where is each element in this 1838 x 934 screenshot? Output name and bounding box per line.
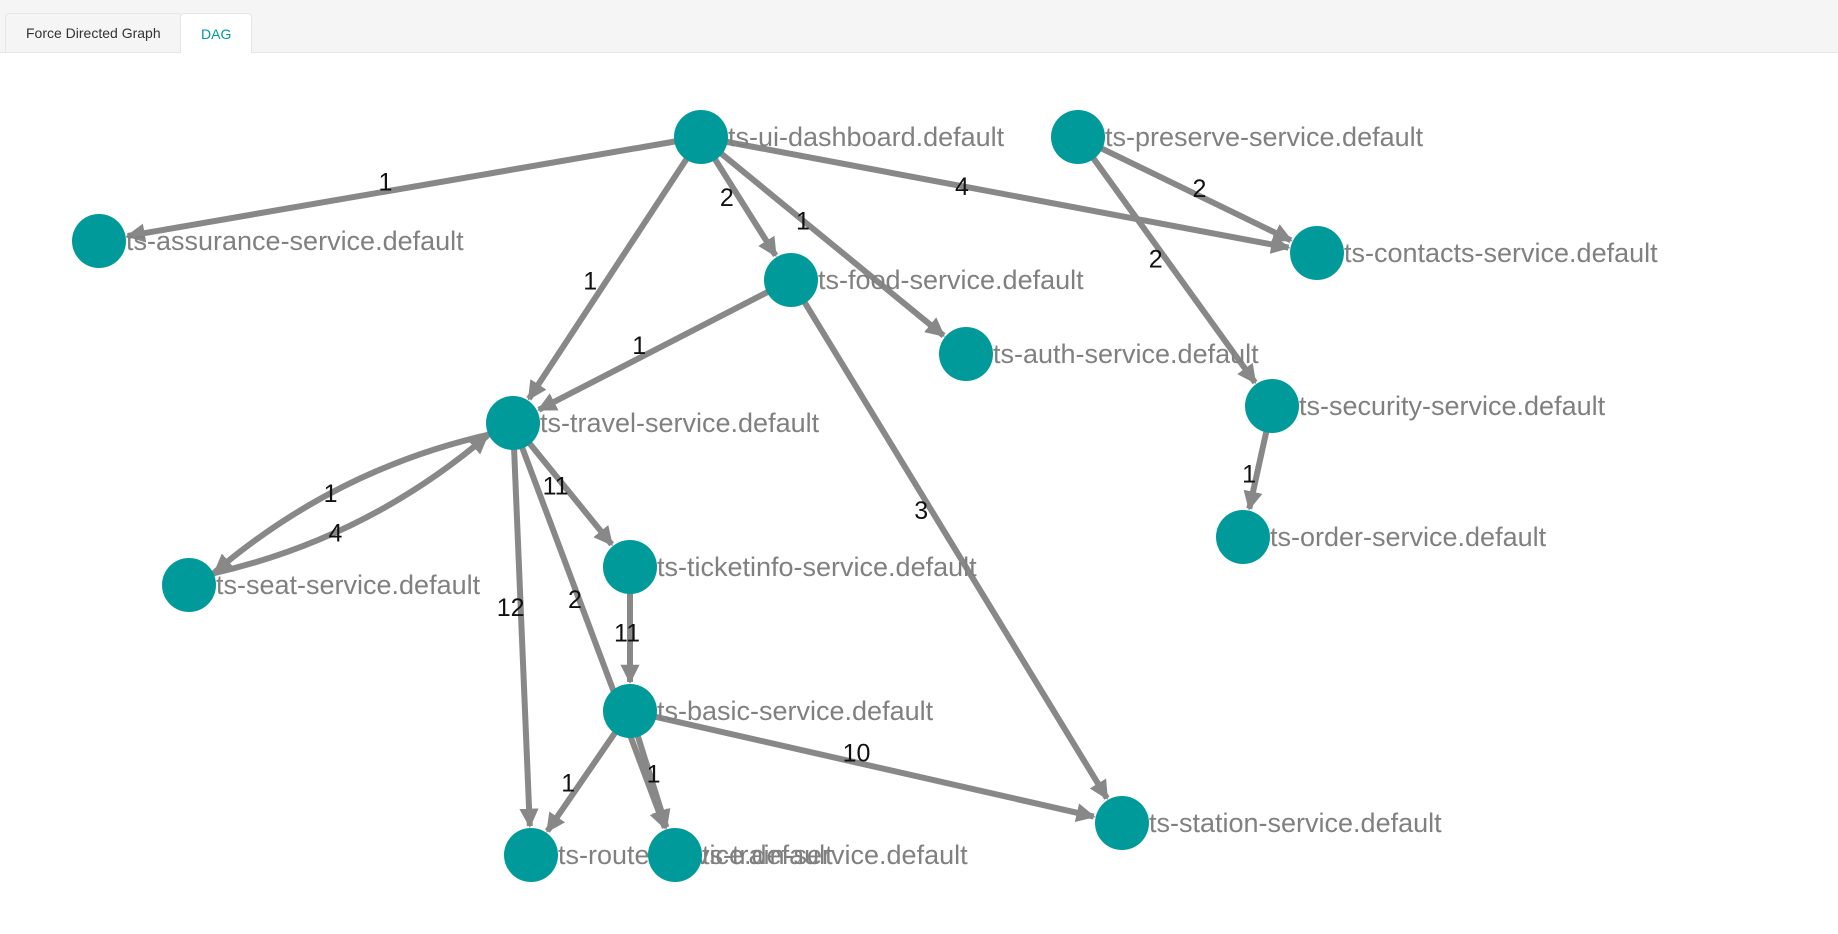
edge-ui-to-travel [526,156,690,401]
edge-seat-to-travel [210,433,490,577]
node-seat[interactable]: ts-seat-service.default [162,558,481,612]
edge-travel-to-route [511,447,539,828]
node-circle[interactable] [1290,226,1344,280]
edge-food-to-travel [537,288,771,413]
node-label: ts-security-service.default [1299,391,1606,421]
node-circle[interactable] [72,214,126,268]
edge-ui-to-assurance [125,138,677,243]
node-circle[interactable] [603,540,657,594]
edge-label: 1 [561,769,575,797]
edges-layer [125,138,1293,833]
edge-travel-to-ticketinfo [526,440,615,547]
edge-preserve-to-security [1090,155,1258,385]
node-label: ts-preserve-service.default [1105,122,1424,152]
edge-label: 10 [843,740,871,768]
edge-label: 1 [1242,460,1256,488]
node-food[interactable]: ts-food-service.default [764,253,1084,307]
node-order[interactable]: ts-order-service.default [1216,510,1547,564]
node-circle[interactable] [1051,110,1105,164]
edge-label: 4 [328,519,342,547]
edge-label: 2 [720,184,734,212]
node-ticketinfo[interactable]: ts-ticketinfo-service.default [603,540,977,594]
edge-label: 1 [647,761,661,789]
node-circle[interactable] [162,558,216,612]
node-circle[interactable] [603,684,657,738]
node-label: ts-travel-service.default [540,408,820,438]
edge-basic-to-train [634,733,671,830]
tab-force-directed-graph[interactable]: Force Directed Graph [5,13,182,52]
tab-dag[interactable]: DAG [180,13,253,53]
node-travel[interactable]: ts-travel-service.default [486,396,820,450]
edge-label: 11 [614,620,640,648]
dag-canvas: ts-ui-dashboard.default ts-preserve-servi… [0,53,1838,934]
node-circle[interactable] [1245,379,1299,433]
edge-food-to-station [801,299,1110,800]
edge-travel-to-train [518,445,668,830]
node-label: ts-seat-service.default [216,570,481,600]
edge-basic-to-route [544,729,619,833]
edge-label: 1 [583,267,597,295]
tab-bar: Force Directed Graph DAG [0,0,1838,53]
node-label: ts-contacts-service.default [1344,238,1658,268]
dag-graph: ts-ui-dashboard.default ts-preserve-servi… [72,110,1658,882]
node-label: ts-food-service.default [818,265,1084,295]
node-label: ts-basic-service.default [657,696,934,726]
edge-basic-to-station [653,713,1096,823]
node-circle[interactable] [939,327,993,381]
edge-label: 2 [1149,246,1163,274]
edge-label: 1 [379,169,393,197]
edge-label: 11 [543,472,569,500]
node-circle[interactable] [486,396,540,450]
edge-label: 1 [796,207,810,235]
node-label: ts-train-service.default [702,840,968,870]
node-label: ts-ui-dashboard.default [728,122,1005,152]
edge-security-to-order [1243,429,1270,511]
node-label: ts-assurance-service.default [126,226,464,256]
node-contacts[interactable]: ts-contacts-service.default [1290,226,1658,280]
edge-label: 2 [568,586,582,614]
edge-preserve-to-contacts [1099,145,1293,244]
node-circle[interactable] [504,828,558,882]
node-train[interactable]: ts-train-service.default [648,828,968,882]
node-auth[interactable]: ts-auth-service.default [939,327,1259,381]
edge-label: 1 [632,332,646,360]
edge-label: 3 [914,497,928,525]
node-security[interactable]: ts-security-service.default [1245,379,1606,433]
node-label: ts-station-service.default [1149,808,1442,838]
node-circle[interactable] [674,110,728,164]
node-circle[interactable] [1095,796,1149,850]
node-preserve[interactable]: ts-preserve-service.default [1051,110,1424,164]
node-ui[interactable]: ts-ui-dashboard.default [674,110,1005,164]
nodes-layer: ts-ui-dashboard.default ts-preserve-servi… [72,110,1658,882]
edge-ui-to-contacts [725,138,1291,254]
node-basic[interactable]: ts-basic-service.default [603,684,934,738]
node-assurance[interactable]: ts-assurance-service.default [72,214,464,268]
edge-travel-to-seat [212,431,492,575]
edge-ui-to-auth [718,150,946,338]
node-label: ts-ticketinfo-service.default [657,552,977,582]
edge-label: 1 [324,480,338,508]
edge-label: 4 [955,173,969,201]
edge-label: 12 [497,594,525,622]
node-label: ts-order-service.default [1270,522,1547,552]
node-label: ts-auth-service.default [993,339,1259,369]
edge-ui-to-food [711,156,779,258]
node-circle[interactable] [648,828,702,882]
edge-label: 2 [1193,175,1207,203]
node-circle[interactable] [764,253,818,307]
node-station[interactable]: ts-station-service.default [1095,796,1442,850]
node-circle[interactable] [1216,510,1270,564]
